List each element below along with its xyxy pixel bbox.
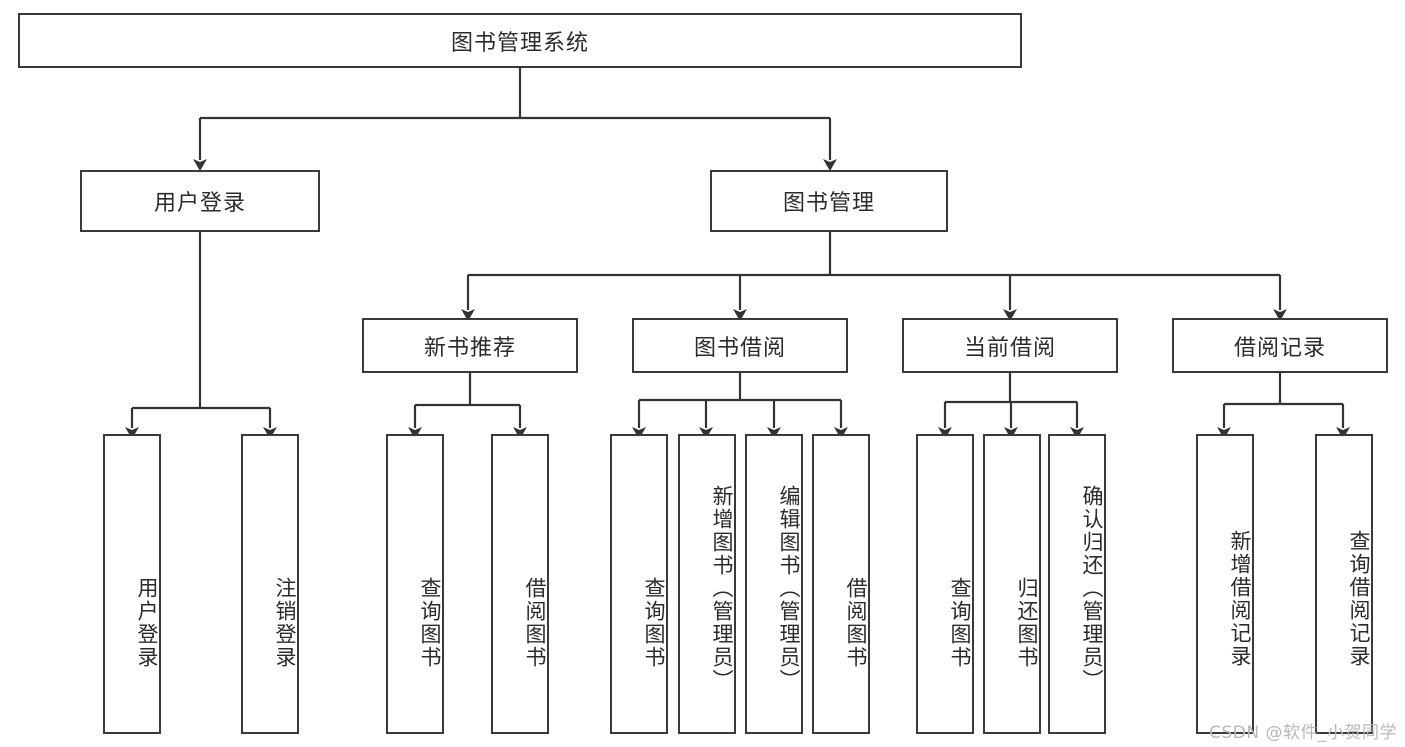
watermark: CSDN @软件_小贺同学 bbox=[1209, 723, 1397, 743]
node-label: 注销登录 bbox=[273, 577, 297, 669]
leaf-query-book-recommendation[interactable]: 查询图书 bbox=[386, 434, 444, 734]
node-label: 确认归还（管理员） bbox=[1080, 484, 1104, 692]
leaf-edit-book-admin[interactable]: 编辑图书（管理员） bbox=[745, 434, 803, 734]
leaf-add-borrow-record[interactable]: 新增借阅记录 bbox=[1196, 434, 1254, 734]
leaf-query-borrow-record[interactable]: 查询借阅记录 bbox=[1315, 434, 1373, 734]
leaf-borrow-book-recommendation[interactable]: 借阅图书 bbox=[491, 434, 549, 734]
node-label: 新增借阅记录 bbox=[1228, 530, 1252, 668]
leaf-query-book-borrowing[interactable]: 查询图书 bbox=[610, 434, 668, 734]
node-label: 用户登录 bbox=[135, 577, 159, 669]
node-label: 当前借阅 bbox=[963, 335, 1056, 361]
node-label: 查询图书 bbox=[948, 577, 972, 669]
leaf-query-book-current[interactable]: 查询图书 bbox=[916, 434, 974, 734]
node-borrowing-record[interactable]: 借阅记录 bbox=[1172, 318, 1388, 373]
node-label: 查询图书 bbox=[418, 577, 442, 669]
leaf-borrow-book-borrowing[interactable]: 借阅图书 bbox=[812, 434, 870, 734]
node-new-book-recommendation[interactable]: 新书推荐 bbox=[362, 318, 578, 373]
node-label: 图书管理系统 bbox=[450, 30, 589, 56]
node-label: 用户登录 bbox=[153, 191, 246, 216]
node-label: 归还图书 bbox=[1015, 577, 1039, 669]
node-book-management[interactable]: 图书管理 bbox=[710, 170, 948, 232]
node-label: 图书借阅 bbox=[693, 335, 786, 361]
node-user-login[interactable]: 用户登录 bbox=[80, 170, 320, 232]
node-current-borrowing[interactable]: 当前借阅 bbox=[902, 318, 1118, 373]
leaf-add-book-admin[interactable]: 新增图书（管理员） bbox=[678, 434, 736, 734]
leaf-logout-login[interactable]: 注销登录 bbox=[241, 434, 299, 734]
leaf-return-book[interactable]: 归还图书 bbox=[983, 434, 1041, 734]
node-label: 编辑图书（管理员） bbox=[777, 484, 801, 692]
node-book-borrowing[interactable]: 图书借阅 bbox=[632, 318, 848, 373]
node-root-book-management-system[interactable]: 图书管理系统 bbox=[18, 13, 1022, 68]
leaf-confirm-return-admin[interactable]: 确认归还（管理员） bbox=[1048, 434, 1106, 734]
node-label: 查询图书 bbox=[642, 577, 666, 669]
node-label: 新书推荐 bbox=[423, 335, 516, 361]
node-label: 图书管理 bbox=[782, 191, 875, 216]
node-label: 借阅图书 bbox=[523, 577, 547, 669]
node-label: 新增图书（管理员） bbox=[710, 484, 734, 692]
node-label: 借阅记录 bbox=[1233, 335, 1326, 361]
node-label: 借阅图书 bbox=[844, 577, 868, 669]
node-label: 查询借阅记录 bbox=[1347, 530, 1371, 668]
leaf-user-login[interactable]: 用户登录 bbox=[103, 434, 161, 734]
